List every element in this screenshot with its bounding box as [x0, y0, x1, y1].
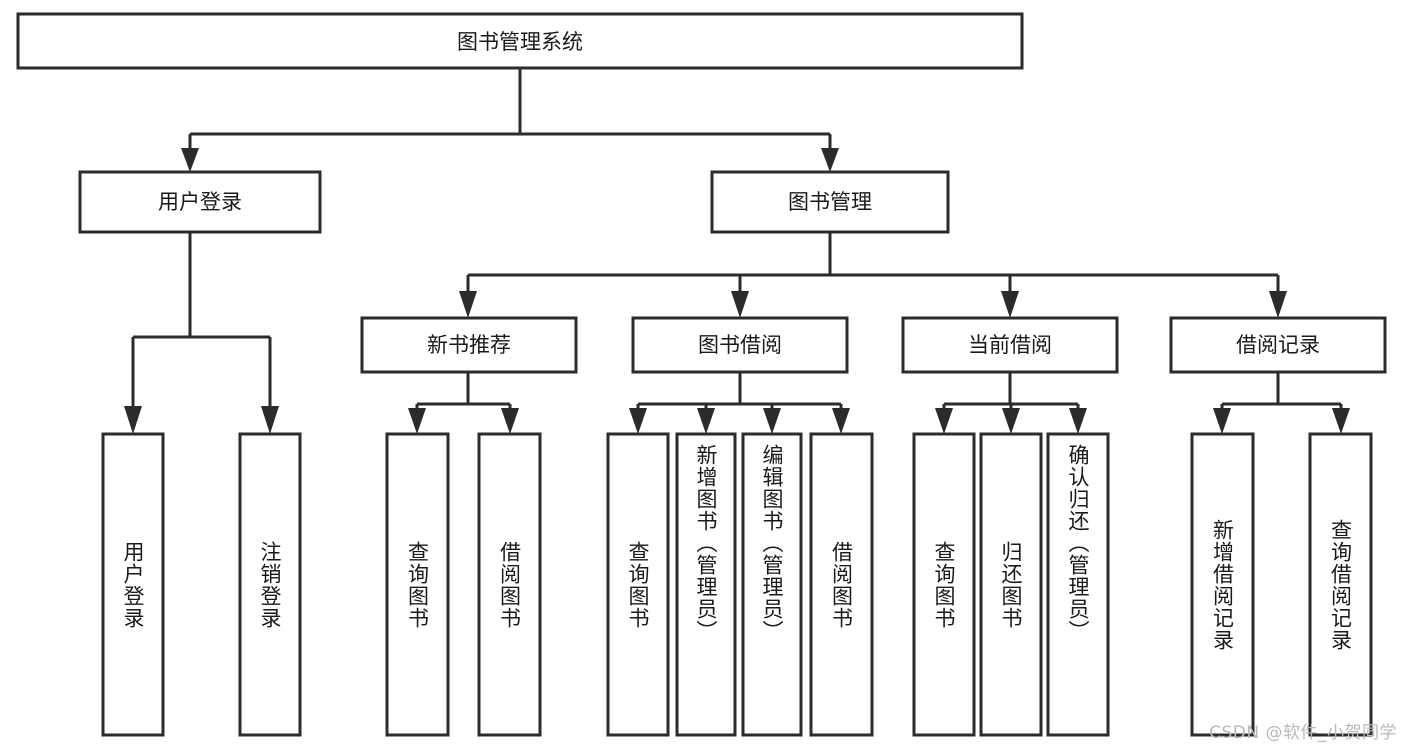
leaf-query-book-3-box[interactable]: [912, 432, 976, 737]
node-user-login[interactable]: 用户登录: [78, 170, 322, 234]
leaf-user-logout-box[interactable]: [238, 432, 302, 737]
node-borrow-record-label: 借阅记录: [1236, 333, 1320, 357]
node-current-borrow-box[interactable]: [901, 316, 1119, 374]
arrowhead-leaf-borrow-book-1: [501, 408, 519, 434]
node-book-manage-box[interactable]: [710, 170, 950, 234]
arrowhead-leaf-borrow-book-2: [832, 408, 850, 434]
arrowhead-book-borrow: [731, 291, 749, 318]
node-book-borrow[interactable]: 图书借阅: [631, 316, 849, 374]
node-root-label: 图书管理系统: [457, 30, 583, 54]
arrowhead-leaf-user-logout: [261, 406, 279, 434]
connector-group-current-borrow: [935, 372, 1087, 434]
node-root-box[interactable]: [16, 12, 1024, 70]
leaf-boxes: [101, 432, 1373, 737]
leaf-borrow-book-1-box[interactable]: [477, 432, 542, 737]
node-current-borrow[interactable]: 当前借阅: [901, 316, 1119, 374]
node-new-book-rec-box[interactable]: [360, 316, 578, 374]
node-new-book-rec-label: 新书推荐: [427, 333, 511, 357]
node-user-login-box[interactable]: [78, 170, 322, 234]
connector-group-user-login: [124, 232, 279, 434]
leaf-query-record-box[interactable]: [1308, 432, 1373, 737]
arrowhead-leaf-edit-book: [763, 408, 781, 434]
leaf-edit-book-box[interactable]: [741, 432, 803, 737]
arrowhead-leaf-query-book-2: [629, 408, 647, 434]
arrowhead-current-borrow: [1001, 291, 1019, 318]
arrowhead-leaf-confirm-return: [1069, 408, 1087, 434]
node-root[interactable]: 图书管理系统: [16, 12, 1024, 70]
node-user-login-label: 用户登录: [158, 190, 242, 214]
node-borrow-record-box[interactable]: [1169, 316, 1387, 374]
leaf-add-book-box[interactable]: [675, 432, 737, 737]
leaf-return-book-box[interactable]: [979, 432, 1043, 737]
arrowhead-leaf-add-book: [697, 408, 715, 434]
node-new-book-rec[interactable]: 新书推荐: [360, 316, 578, 374]
node-book-manage[interactable]: 图书管理: [710, 170, 950, 234]
arrowhead-leaf-return-book: [1002, 408, 1020, 434]
connector-group-new-book-rec: [408, 372, 519, 434]
node-book-manage-label: 图书管理: [788, 190, 872, 214]
leaf-query-book-1-box[interactable]: [385, 432, 450, 737]
connector-group-book-manage: [459, 232, 1287, 318]
arrowhead-leaf-query-record: [1332, 408, 1350, 434]
connector-group-borrow-record: [1213, 372, 1350, 434]
leaf-confirm-return-box[interactable]: [1046, 432, 1110, 737]
node-book-borrow-label: 图书借阅: [698, 333, 782, 357]
csdn-watermark: CSDN @软件_小贺同学: [1209, 723, 1397, 743]
arrowhead-borrow-record: [1269, 291, 1287, 318]
arrowhead-book-manage: [821, 148, 839, 172]
leaf-borrow-book-2-box[interactable]: [809, 432, 874, 737]
node-borrow-record[interactable]: 借阅记录: [1169, 316, 1387, 374]
connector-group-root: [181, 68, 839, 172]
arrowhead-leaf-query-book-1: [408, 408, 426, 434]
node-book-borrow-box[interactable]: [631, 316, 849, 374]
arrowhead-leaf-add-record: [1213, 408, 1231, 434]
connector-group-book-borrow: [629, 372, 850, 434]
arrowhead-new-book-rec: [459, 291, 477, 318]
arrowhead-leaf-user-login: [124, 406, 142, 434]
leaf-query-book-2-box[interactable]: [606, 432, 670, 737]
node-current-borrow-label: 当前借阅: [968, 333, 1052, 357]
leaf-add-record-box[interactable]: [1190, 432, 1255, 737]
arrowhead-leaf-query-book-3: [935, 408, 953, 434]
arrowhead-user-login: [181, 148, 199, 172]
leaf-user-login-box[interactable]: [101, 432, 165, 737]
